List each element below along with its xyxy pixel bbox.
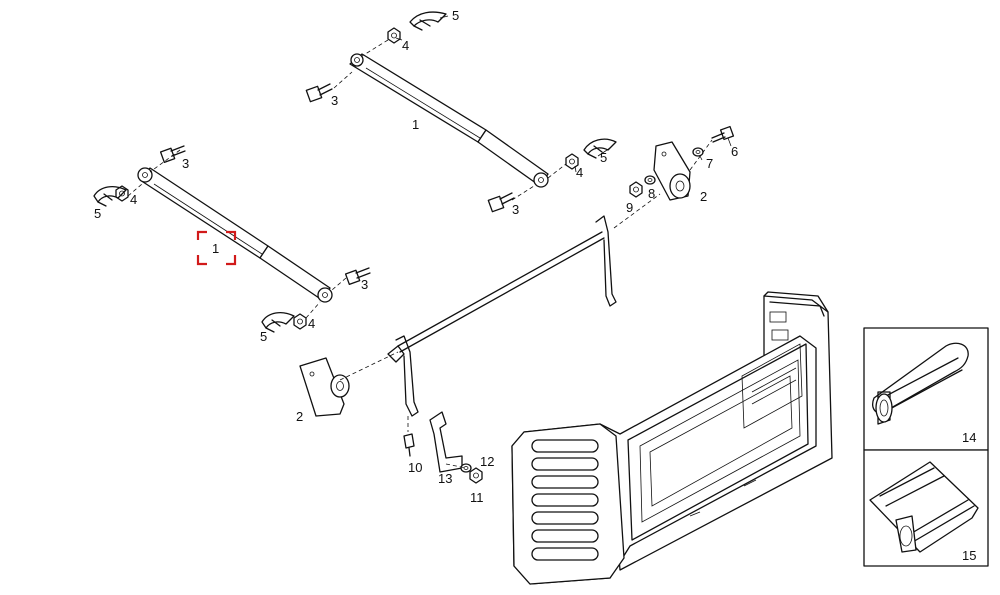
selection-marker xyxy=(196,230,237,266)
support-rod-frame[interactable] xyxy=(387,215,617,417)
callout-1-lower[interactable]: 1 xyxy=(212,241,219,256)
nut-part-11[interactable] xyxy=(469,467,483,484)
callout-4-b[interactable]: 4 xyxy=(576,165,583,180)
callout-3-a[interactable]: 3 xyxy=(331,93,338,108)
bolt-part-6[interactable] xyxy=(711,125,735,143)
clip-part-5-c[interactable] xyxy=(93,185,127,207)
callout-3-d[interactable]: 3 xyxy=(361,277,368,292)
callout-3-c[interactable]: 3 xyxy=(182,156,189,171)
bolt-part-3-b[interactable] xyxy=(487,192,515,213)
callout-11[interactable]: 11 xyxy=(470,490,484,505)
callout-14[interactable]: 14 xyxy=(962,430,976,445)
callout-2-left[interactable]: 2 xyxy=(296,409,303,424)
callout-1-upper[interactable]: 1 xyxy=(412,117,419,132)
nut-part-9[interactable] xyxy=(629,181,643,198)
callout-leaders xyxy=(395,15,732,173)
callout-7[interactable]: 7 xyxy=(706,156,713,171)
callout-6[interactable]: 6 xyxy=(731,144,738,159)
callout-13[interactable]: 13 xyxy=(438,471,452,486)
callout-4-c[interactable]: 4 xyxy=(130,192,137,207)
nut-part-4-a[interactable] xyxy=(387,27,401,44)
inset-panel-seal-14[interactable] xyxy=(863,327,989,451)
bolt-part-3-c[interactable] xyxy=(159,145,186,163)
callout-15[interactable]: 15 xyxy=(962,548,976,563)
callout-8[interactable]: 8 xyxy=(648,186,655,201)
gas-strut-upper[interactable] xyxy=(349,53,549,188)
callout-5-a[interactable]: 5 xyxy=(452,8,459,23)
callout-12[interactable]: 12 xyxy=(480,454,494,469)
nut-part-4-b[interactable] xyxy=(565,153,579,170)
callout-5-b[interactable]: 5 xyxy=(600,150,607,165)
callout-5-c[interactable]: 5 xyxy=(94,206,101,221)
callout-4-d[interactable]: 4 xyxy=(308,316,315,331)
washer-part-7[interactable] xyxy=(692,147,704,157)
inset-panel-seal-15[interactable] xyxy=(863,449,989,567)
callout-2-right[interactable]: 2 xyxy=(700,189,707,204)
callout-5-d[interactable]: 5 xyxy=(260,329,267,344)
washer-part-8[interactable] xyxy=(644,175,656,185)
latch-bracket-part-13[interactable] xyxy=(429,411,463,473)
washer-part-12[interactable] xyxy=(460,463,472,473)
bolt-part-3-d[interactable] xyxy=(344,267,371,285)
callout-4-a[interactable]: 4 xyxy=(402,38,409,53)
callout-labels: 1 1 2 2 3 3 3 3 4 4 4 4 5 5 5 5 6 7 8 9 … xyxy=(94,8,976,563)
bolt-part-3-a[interactable] xyxy=(305,83,333,103)
assembly-guide-lines xyxy=(127,39,713,469)
callout-10[interactable]: 10 xyxy=(408,460,422,475)
screw-part-10[interactable] xyxy=(403,433,415,457)
bracket-part-2-left[interactable] xyxy=(299,357,350,417)
callout-9[interactable]: 9 xyxy=(626,200,633,215)
callout-3-b[interactable]: 3 xyxy=(512,202,519,217)
nut-part-4-d[interactable] xyxy=(293,313,307,330)
bracket-part-2-right[interactable] xyxy=(653,141,691,201)
engine-cover-hood[interactable] xyxy=(511,291,833,585)
clip-part-5-b[interactable] xyxy=(583,138,617,159)
clip-part-5-d[interactable] xyxy=(261,311,295,333)
clip-part-5-a[interactable] xyxy=(409,11,447,31)
